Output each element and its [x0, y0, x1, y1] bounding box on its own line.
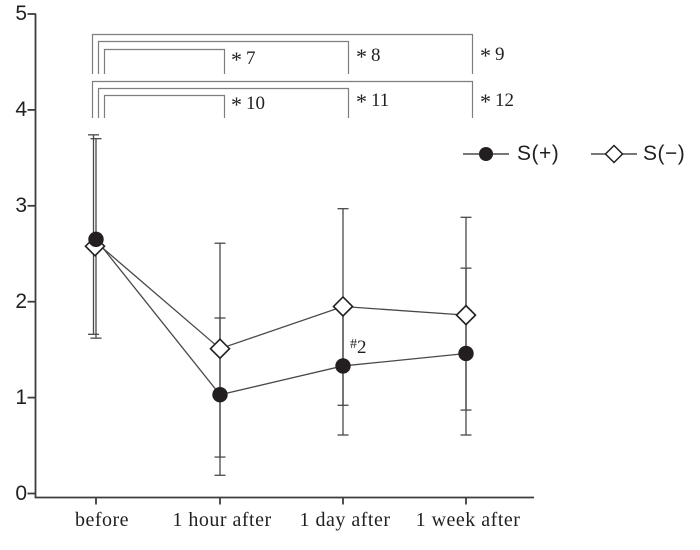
significance-bracket-11 [97, 87, 350, 118]
y-tick-label: 2 [15, 290, 27, 313]
x-axis-label: before [74, 509, 130, 531]
annotation-hash-2: #2 [350, 337, 367, 358]
x-axis-label: 1 week after [415, 509, 521, 531]
significance-bracket-10 [103, 94, 226, 118]
axes [34, 13, 534, 499]
y-tick-label: 3 [15, 194, 27, 217]
y-tick-label: 4 [15, 98, 27, 121]
significance-bracket-9 [91, 33, 474, 74]
significance-label-9: *9 [480, 43, 505, 68]
legend-marker-diamond [604, 144, 624, 164]
marker-circle-s-plus [88, 231, 104, 248]
significance-bracket-12 [91, 80, 474, 118]
legend-marker-circle [479, 147, 493, 161]
y-tick-label: 0 [15, 482, 27, 505]
significance-bracket-7 [103, 48, 226, 74]
significance-label-11: *11 [356, 89, 390, 114]
significance-label-8: *8 [356, 44, 381, 69]
marker-circle-s-plus [458, 345, 474, 362]
asterisk-icon: * [480, 89, 491, 114]
hash-marker: # [350, 337, 357, 352]
legend-label-s-plus: S(+) [517, 142, 560, 165]
asterisk-icon: * [231, 47, 242, 72]
asterisk-icon: * [231, 92, 242, 117]
y-tick-label: 1 [15, 386, 27, 409]
significance-label-7: *7 [231, 47, 256, 72]
y-tick-label: 5 [15, 2, 27, 25]
significance-bracket-8 [97, 40, 350, 74]
series-line-s-minus [95, 241, 467, 350]
asterisk-icon: * [480, 43, 491, 68]
asterisk-icon: * [356, 89, 367, 114]
marker-diamond-s-minus [332, 295, 354, 318]
significance-label-10: *10 [231, 92, 265, 117]
legend-label-s-minus: S(−) [643, 142, 686, 165]
asterisk-icon: * [356, 44, 367, 69]
marker-circle-s-plus [335, 358, 351, 374]
marker-diamond-s-minus [209, 338, 231, 360]
series-line-s-plus [95, 238, 467, 396]
x-axis-label: 1 hour after [172, 509, 272, 531]
marker-diamond-s-minus [455, 304, 477, 326]
x-axis-label: 1 day after [299, 509, 391, 531]
marker-circle-s-plus [212, 387, 228, 403]
significance-label-12: *12 [480, 89, 514, 114]
